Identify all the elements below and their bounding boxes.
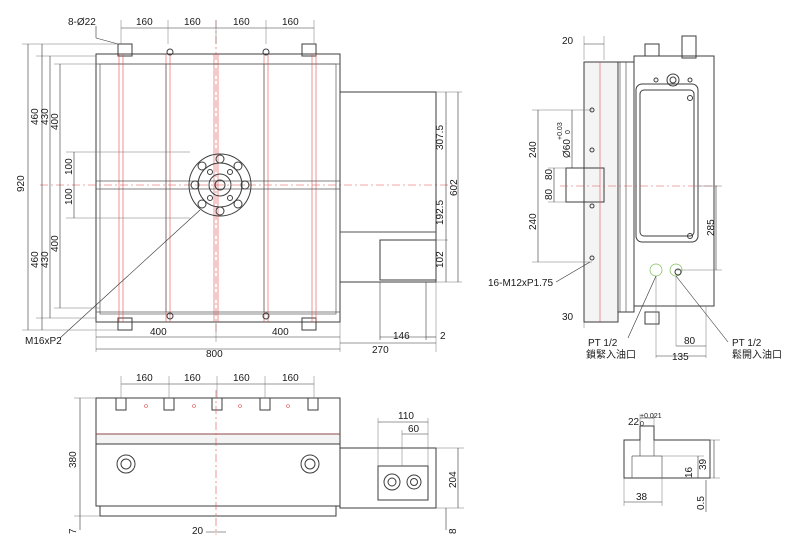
dim-400-top: 400 <box>50 113 61 130</box>
dim-100-top: 100 <box>64 158 75 175</box>
front-t-slots <box>115 397 319 411</box>
side-dim-80-bottom: 80 <box>544 188 555 200</box>
side-dim-135: 135 <box>672 352 689 363</box>
side-dim-80-base: 80 <box>684 336 696 347</box>
front-view: 160 160 160 160 380 7 20 110 60 204 8 <box>68 373 464 537</box>
dim-top-2: 160 <box>184 17 201 28</box>
left-dimension-stack: 920 460 430 400 460 430 400 100 100 <box>16 43 190 331</box>
slot-dim-0-5: 0.5 <box>696 496 707 510</box>
dim-102: 102 <box>435 251 446 268</box>
bottom-dimension-chain: 400 400 800 270 146 2 <box>95 282 446 360</box>
front-dim-top-2: 160 <box>184 373 201 384</box>
slot-dim-39: 39 <box>698 458 709 470</box>
side-dim-dia-60: Ø60 <box>562 139 573 158</box>
side-thread-note: 16-M12xP1.75 <box>488 278 553 289</box>
boss-bottom-left <box>117 317 133 331</box>
side-body <box>583 61 619 323</box>
dim-top-1: 160 <box>136 17 153 28</box>
side-dim-240-bottom: 240 <box>528 213 539 230</box>
front-dim-top-3: 160 <box>233 373 250 384</box>
top-view: 8-Ø22 M16xP2 160 160 160 160 <box>16 17 462 360</box>
slot-dim-tol: +0.021 <box>640 413 662 420</box>
dim-146: 146 <box>393 331 410 342</box>
clamp-port-icon <box>649 263 663 277</box>
dim-430-bottom: 430 <box>40 251 51 268</box>
dim-192-5: 192.5 <box>435 200 446 225</box>
front-dim-top-1: 160 <box>136 373 153 384</box>
dim-307-5: 307.5 <box>435 125 446 150</box>
front-base <box>99 505 337 517</box>
port-right-name: 鬆開入油口 <box>732 348 782 361</box>
eyebolt-icon <box>116 454 136 474</box>
dim-460-bottom: 460 <box>30 251 41 268</box>
side-scale-strip <box>619 62 627 312</box>
front-dim-60: 60 <box>408 424 420 435</box>
dim-920: 920 <box>16 175 27 192</box>
drive-housing <box>339 91 437 340</box>
hole-note: 8-Ø22 <box>68 17 96 28</box>
slot-dim-38: 38 <box>636 492 648 503</box>
dim-400-bottom: 400 <box>50 235 61 252</box>
slot-dim-16: 16 <box>684 466 695 478</box>
eyebolt-icon <box>300 454 320 474</box>
hole-icon <box>166 48 174 56</box>
front-table-top <box>95 397 341 435</box>
dim-602: 602 <box>449 179 460 196</box>
dim-400-left: 400 <box>150 327 167 338</box>
slot-dim-tol-low: 0 <box>640 421 644 428</box>
front-dim-7: 7 <box>68 528 79 534</box>
port-left-size: PT 1/2 <box>588 338 618 349</box>
connector-housing <box>339 447 437 509</box>
boss-top-right <box>301 43 317 57</box>
front-dim-110: 110 <box>398 411 414 422</box>
slot-dim-22: 22 <box>628 417 640 428</box>
boss-top-left <box>117 43 133 57</box>
dim-400-right: 400 <box>272 327 289 338</box>
front-dim-8: 8 <box>448 528 459 534</box>
thread-note: M16xP2 <box>25 336 62 347</box>
side-dim-80-top: 80 <box>544 168 555 180</box>
dim-top-3: 160 <box>233 17 250 28</box>
top-dimension-chain: 160 160 160 160 <box>120 17 315 44</box>
hole-icon <box>262 48 270 56</box>
slot-detail: 22 +0.021 0 39 16 38 0.5 <box>623 413 720 512</box>
connector-icon <box>383 473 401 491</box>
side-dim-20: 20 <box>562 36 574 47</box>
front-body <box>95 443 341 507</box>
dim-460-top: 460 <box>30 108 41 125</box>
hole-icon <box>262 312 270 320</box>
t-slots-top-view <box>118 54 317 322</box>
dim-2: 2 <box>440 331 446 342</box>
boss-bottom-right <box>301 317 317 331</box>
side-dim-dia-60-tol-low: 0 <box>565 130 572 134</box>
side-dim-dia-60-tol: +0.03 <box>557 122 564 140</box>
front-dim-380: 380 <box>68 451 79 468</box>
front-scale-band <box>95 433 341 445</box>
side-housing <box>633 55 715 307</box>
side-cover-plate <box>635 83 699 243</box>
thread-hole-icon <box>589 255 595 261</box>
side-dim-240-top: 240 <box>528 141 539 158</box>
front-dim-20: 20 <box>192 526 204 537</box>
port-left-name: 鎖緊入油口 <box>586 348 636 361</box>
port-right-size: PT 1/2 <box>732 338 762 349</box>
side-dim-30: 30 <box>562 312 574 323</box>
right-dimension-stack: 307.5 192.5 602 102 <box>435 91 462 283</box>
dim-430-top: 430 <box>40 108 51 125</box>
dim-top-4: 160 <box>282 17 299 28</box>
side-dim-285: 285 <box>706 219 717 236</box>
connector-icon <box>406 474 422 490</box>
dim-100-bottom: 100 <box>64 188 75 205</box>
front-dim-top-4: 160 <box>282 373 299 384</box>
side-view: 20 240 240 80 80 Ø60 +0.03 0 285 16-M12x… <box>488 35 782 363</box>
central-rotary-chuck <box>188 153 252 217</box>
sight-glass-icon <box>666 73 680 87</box>
dim-800: 800 <box>206 349 223 360</box>
front-dim-204: 204 <box>448 471 459 488</box>
hole-icon <box>166 312 174 320</box>
dim-270: 270 <box>372 345 389 356</box>
